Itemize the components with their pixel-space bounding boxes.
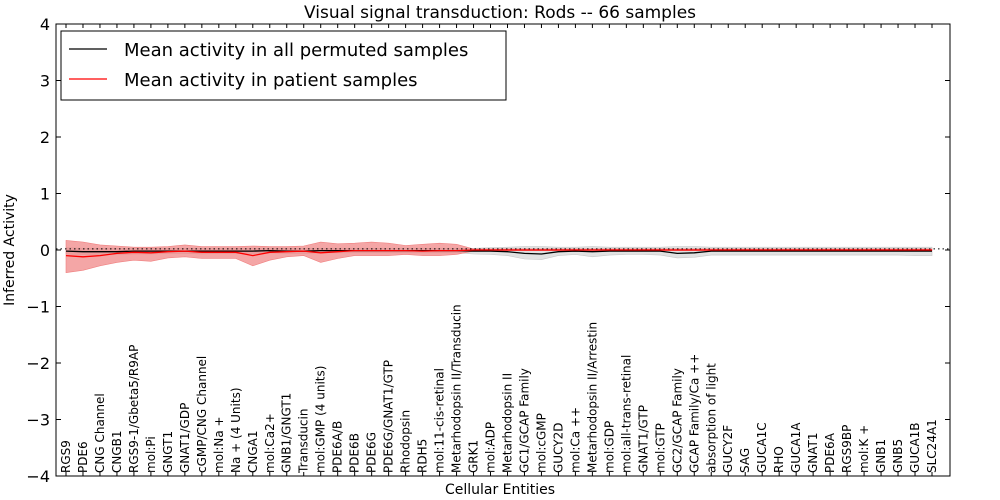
- x-axis-label: Cellular Entities: [445, 482, 555, 498]
- x-tick-label: mol:GMP (4 units): [314, 366, 328, 473]
- x-tick-label: RGS9: [59, 440, 73, 473]
- y-tick-label: −4: [26, 467, 50, 486]
- x-tick-label: Rhodopsin: [399, 410, 413, 473]
- x-tick-label: mol:Na +: [212, 416, 226, 473]
- x-tick-label: mol:GTP: [653, 423, 667, 473]
- legend-box: [60, 30, 507, 101]
- series-line-patient: [65, 249, 932, 258]
- x-tick-label: mol:Ca ++: [568, 407, 582, 473]
- x-tick-label: mol:Ca2+: [263, 413, 277, 473]
- x-tick-label: GNAT1: [806, 432, 820, 473]
- y-tick-label: −3: [26, 411, 50, 430]
- legend: Mean activity in all permuted samples Me…: [60, 30, 507, 101]
- x-tick-label: CNGA1: [246, 431, 260, 474]
- x-tick-label: Metarhodopsin II/Transducin: [450, 304, 464, 473]
- x-tick-label: Metarhodopsin II/Arrestin: [585, 322, 599, 473]
- legend-label-permuted: Mean activity in all permuted samples: [124, 40, 468, 61]
- plot-frame: [55, 23, 951, 477]
- x-tick-label: CNG Channel: [93, 393, 107, 473]
- y-tick-label: 1: [40, 185, 50, 204]
- series-line-permuted: [65, 249, 932, 255]
- x-tick-label: mol:11-cis-retinal: [433, 368, 447, 473]
- y-tick-label: −2: [26, 354, 50, 373]
- x-tick-label: GCAP Family/Ca ++: [687, 354, 701, 473]
- x-tick-label: RDH5: [416, 439, 430, 473]
- x-tick-label: mol:all-trans-retinal: [619, 355, 633, 473]
- x-tick-label: GNB5: [891, 439, 905, 473]
- x-tick-label: GNAT1/GDP: [178, 403, 192, 473]
- x-tick-label: cGMP/CNG Channel: [195, 356, 209, 473]
- x-tick-label: GUCY2F: [721, 425, 735, 473]
- x-tick-label: Na + (4 Units): [229, 387, 243, 473]
- x-tick-label: PDE6G/GNAT1/GTP: [382, 360, 396, 473]
- x-tick-label: GNAT1/GTP: [636, 405, 650, 473]
- x-tick-label: mol:GDP: [602, 421, 616, 473]
- y-tick-label: 4: [40, 15, 50, 34]
- x-tick-label: Transducin: [297, 409, 311, 474]
- legend-label-patient: Mean activity in patient samples: [124, 70, 418, 91]
- x-tick-label: RHO: [772, 446, 786, 473]
- y-tick-label: 2: [40, 128, 50, 147]
- y-tick-label: 3: [40, 72, 50, 91]
- x-tick-label: mol:cGMP: [535, 413, 549, 473]
- x-tick-label: GUCA1B: [908, 422, 922, 473]
- x-tick-label: PDE6B: [348, 433, 362, 473]
- x-tick-label: mol:ADP: [484, 422, 498, 473]
- x-tick-label: PDE6A/B: [331, 421, 345, 473]
- x-tick-label: GC2/GCAP Family: [670, 368, 684, 473]
- x-tick-label: GC1/GCAP Family: [518, 368, 532, 473]
- x-tick-label: absorption of light: [704, 363, 718, 473]
- x-tick-label: PDE6A: [823, 432, 837, 473]
- x-tick-label: SAG: [738, 448, 752, 473]
- x-tick-label: GUCY2D: [551, 423, 565, 473]
- x-tick-label: GNB1: [874, 439, 888, 473]
- y-axis: −4 −3 −2 −1 0 1 2 3 4: [26, 15, 950, 486]
- x-tick-label: CNGB1: [110, 430, 124, 473]
- x-tick-label: RGS9BP: [840, 425, 854, 473]
- x-tick-label: PDE6: [76, 441, 90, 473]
- x-tick-label: Metarhodopsin II: [501, 373, 515, 473]
- x-tick-label: GNGT1: [161, 431, 175, 473]
- x-tick-label: GNB1/GNGT1: [280, 393, 294, 473]
- x-tick-label: mol:Pi: [144, 436, 158, 473]
- x-tick-label: SLC24A1: [925, 419, 939, 473]
- y-axis-label: Inferred Activity: [2, 194, 18, 306]
- x-tick-label: RGS9-1/Gbeta5/R9AP: [127, 345, 141, 473]
- x-tick-label: PDE6G: [365, 432, 379, 473]
- series-lines: [65, 249, 932, 258]
- x-tick-label: GUCA1A: [789, 422, 803, 473]
- x-tick-label: GUCA1C: [755, 422, 769, 473]
- y-tick-label: −1: [26, 298, 50, 317]
- x-tick-label: GRK1: [467, 440, 481, 473]
- x-tick-label: mol:K +: [857, 425, 871, 473]
- chart-title: Visual signal transduction: Rods -- 66 s…: [304, 3, 696, 23]
- y-tick-label: 0: [40, 241, 50, 260]
